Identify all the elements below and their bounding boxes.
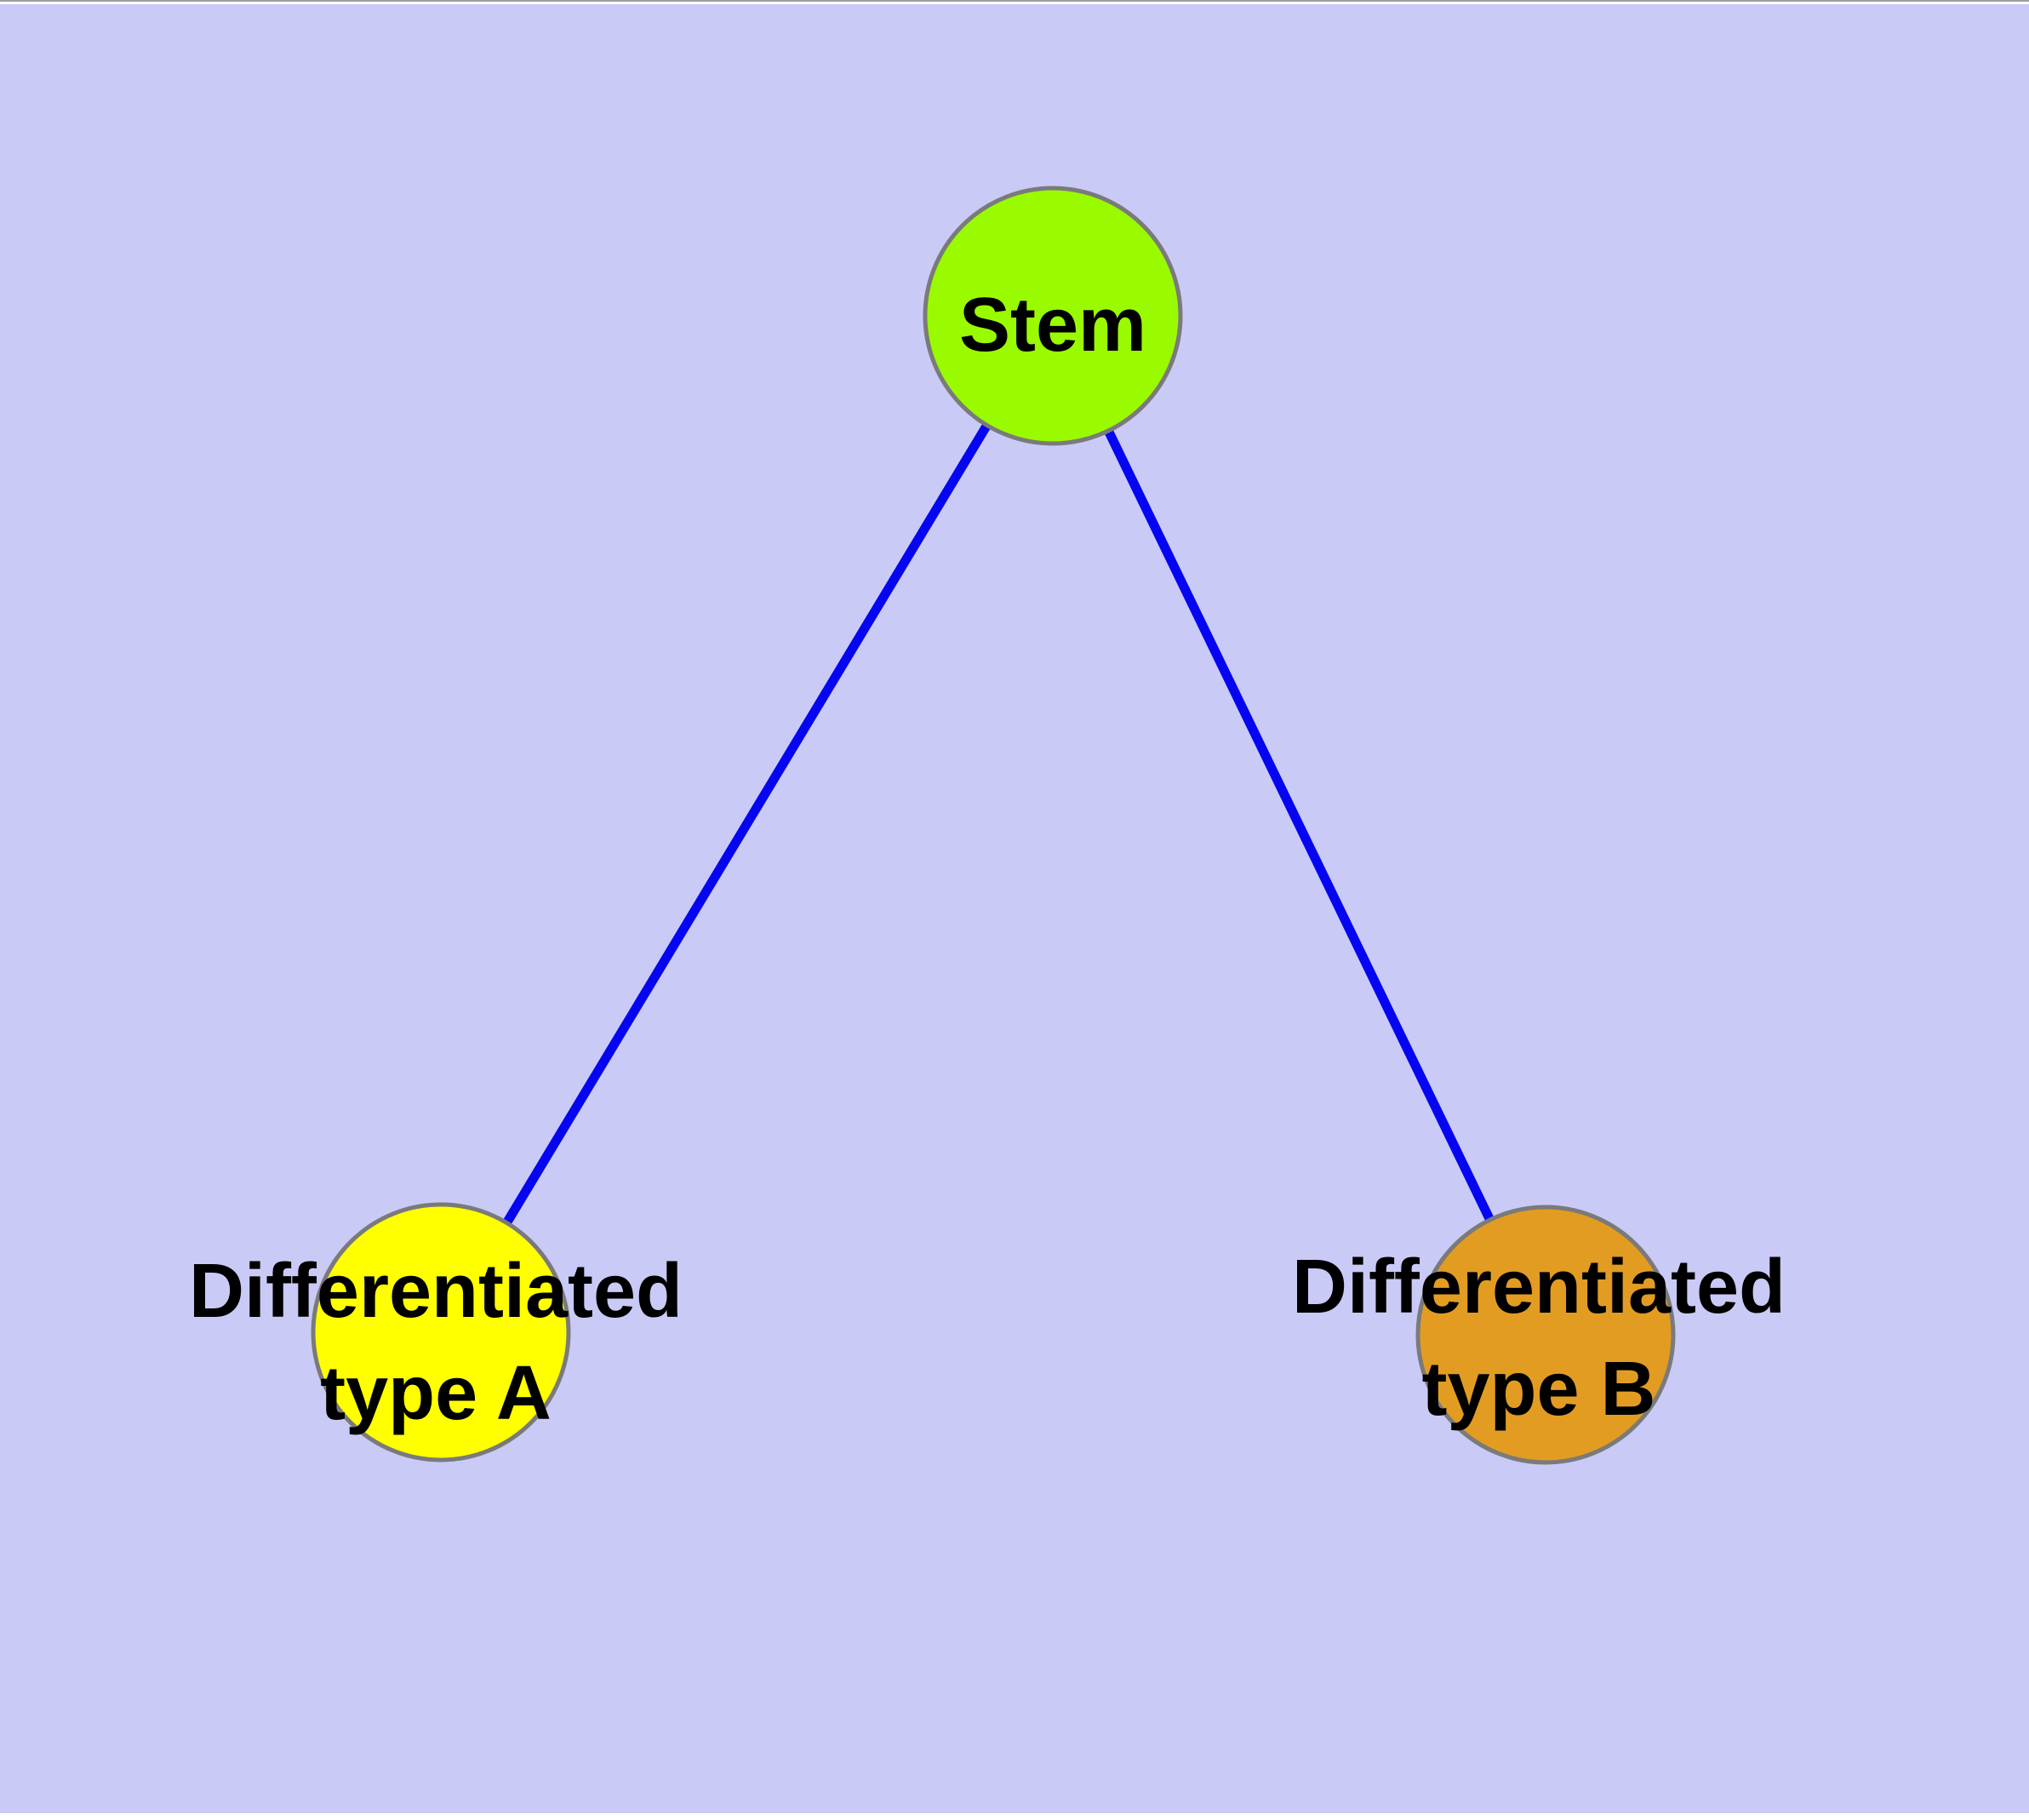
node-stem-circle xyxy=(923,186,1183,446)
node-differentiated-type-a-circle xyxy=(311,1202,571,1462)
node-differentiated-type-a: Differentiated type A xyxy=(189,1202,683,1462)
node-stem: Stem xyxy=(923,186,1183,446)
node-differentiated-type-a-label-line1: Differentiated xyxy=(189,1249,683,1334)
node-differentiated-type-b-circle xyxy=(1415,1205,1676,1465)
edge-stem-to-differentiated-type-b xyxy=(1049,313,1550,1337)
node-differentiated-type-a-label-line2: type A xyxy=(320,1351,552,1436)
top-border-line xyxy=(0,0,2029,2)
node-differentiated-type-b-label-line1: Differentiated xyxy=(1292,1245,1786,1330)
node-differentiated-type-b: Differentiated type B xyxy=(1292,1205,1786,1465)
node-stem-label: Stem xyxy=(959,283,1146,368)
edge-stem-to-differentiated-type-a xyxy=(437,313,1057,1335)
node-differentiated-type-b-label-line2: type B xyxy=(1421,1347,1655,1432)
